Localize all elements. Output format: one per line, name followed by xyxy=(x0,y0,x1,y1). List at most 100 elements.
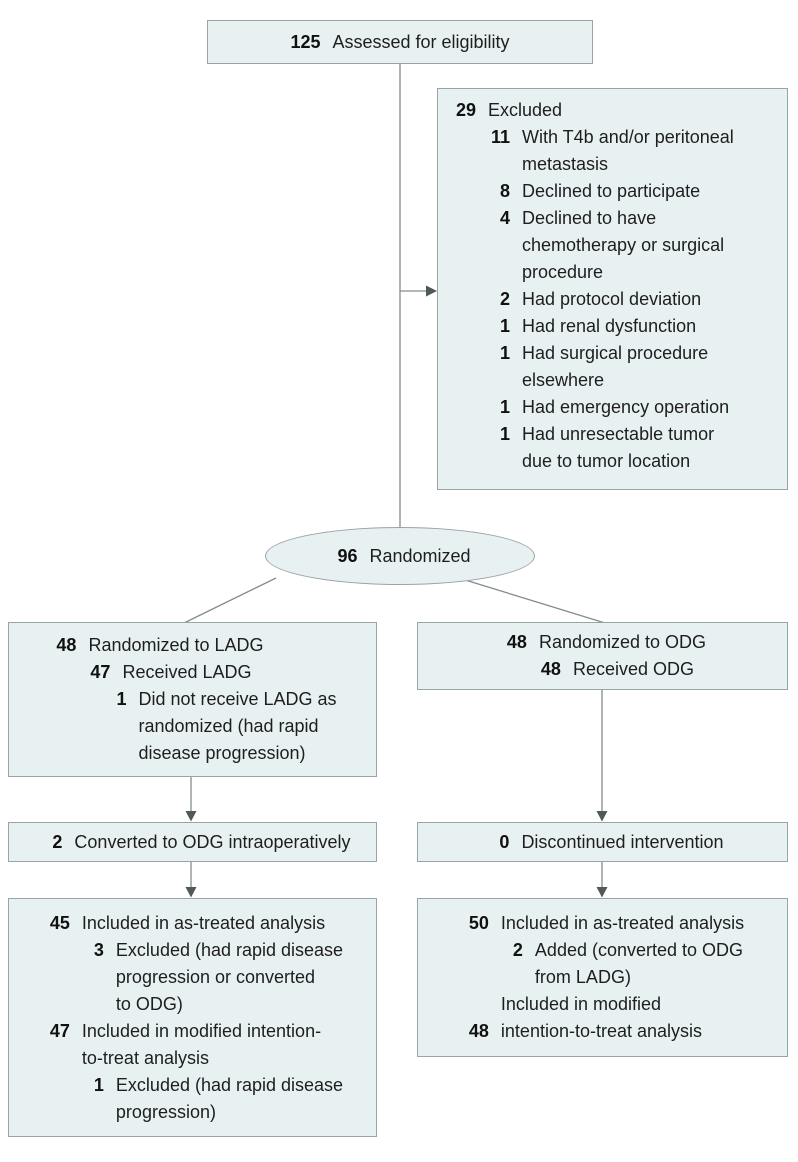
count-value: 29 xyxy=(455,100,476,120)
count-value: 3 xyxy=(93,939,104,960)
flow-line: 47 Received LADG xyxy=(48,659,336,686)
line-label: intention-to-treat analysis xyxy=(500,1021,703,1041)
line-label: Assessed for eligibility xyxy=(332,31,510,52)
count-value: 1 xyxy=(499,397,510,417)
box-content: 48 Randomized to LADG 47 Received LADG 1 Did … xyxy=(48,632,336,767)
arrow-discontinued-to-analysis xyxy=(596,862,608,898)
line-label: Converted to ODG intraoperatively xyxy=(74,831,351,852)
arrow-converted-to-analysis xyxy=(185,862,197,898)
line-label: Had protocol deviation xyxy=(522,289,702,309)
connector-oval-to-ladg xyxy=(183,577,277,624)
line-label: Included in modified xyxy=(500,994,662,1014)
count-value: 47 xyxy=(90,662,111,682)
arrow-odg-to-discontinued xyxy=(596,690,608,822)
box-discontinued-intervention: 0 Discontinued intervention xyxy=(417,822,788,862)
count-value: 48 xyxy=(56,635,77,655)
count-value: 1 xyxy=(116,689,127,709)
box-odg-analysis: 50 Included in as-treated analysis 2 Added … xyxy=(417,898,788,1057)
count-value: 45 xyxy=(49,912,70,933)
arrowhead-down-icon xyxy=(596,811,608,822)
count-value: 2 xyxy=(512,940,523,960)
count-value: 1 xyxy=(93,1074,104,1095)
count-value xyxy=(461,991,489,1018)
flow-line: 1 Had surgical procedure elsewhere xyxy=(448,340,734,394)
count-value: 50 xyxy=(468,913,489,933)
flow-line: 50 Included in as-treated analysis xyxy=(461,910,744,937)
flow-line: 48 Randomized to ODG xyxy=(499,629,706,656)
flow-line: 11 With T4b and/or peritoneal metastasis xyxy=(448,124,734,178)
flow-line: 125 Assessed for eligibility xyxy=(290,29,509,56)
flow-line: 1 Did not receive LADG as randomized (had… xyxy=(48,686,336,767)
flow-line: Included in modified xyxy=(461,991,744,1018)
line-label: Randomized to ODG xyxy=(538,632,707,652)
arrow-to-excluded xyxy=(400,285,437,297)
line-label: Randomized to LADG xyxy=(88,635,264,655)
box-content: 2 Converted to ODG intraoperatively xyxy=(34,829,350,856)
flow-line: 48 Received ODG xyxy=(499,656,706,683)
flow-line: 2 Added (converted to ODG from LADG) xyxy=(461,937,744,991)
line-label: Excluded (had rapid disease progression … xyxy=(115,939,344,1014)
line-label: Included in modified intention- to-treat… xyxy=(81,1020,322,1068)
count-value: 48 xyxy=(506,632,527,652)
arrowhead-down-icon xyxy=(185,811,197,822)
flow-line: 96 Randomized xyxy=(329,543,470,570)
line-label: Excluded (had rapid disease progression) xyxy=(115,1074,344,1122)
line-label: Declined to participate xyxy=(522,181,701,201)
line-label: Included in as-treated analysis xyxy=(500,913,745,933)
flow-line: 2 Had protocol deviation xyxy=(448,286,734,313)
flow-line: 0 Discontinued intervention xyxy=(481,829,723,856)
oval-randomized: 96 Randomized xyxy=(265,527,535,585)
line-label: With T4b and/or peritoneal metastasis xyxy=(522,127,734,174)
box-converted-to-odg: 2 Converted to ODG intraoperatively xyxy=(8,822,377,862)
count-value: 1 xyxy=(499,343,510,363)
oval-content: 96 Randomized xyxy=(329,543,470,570)
flow-line: 1 Excluded (had rapid disease progression… xyxy=(42,1072,343,1126)
count-value: 8 xyxy=(499,181,510,201)
flow-line: 2 Converted to ODG intraoperatively xyxy=(34,829,350,856)
arrow-ladg-to-converted xyxy=(185,777,197,822)
count-value: 96 xyxy=(337,545,358,566)
box-content: 125 Assessed for eligibility xyxy=(290,29,509,56)
count-value: 2 xyxy=(499,289,510,309)
arrowhead-down-icon xyxy=(185,887,197,898)
line-label: Randomized xyxy=(369,545,471,566)
flow-line: 48 intention-to-treat analysis xyxy=(461,1018,744,1045)
line-label: Did not receive LADG as randomized (had … xyxy=(138,689,337,763)
flow-line: 3 Excluded (had rapid disease progression… xyxy=(42,937,343,1018)
count-value: 0 xyxy=(499,831,510,852)
box-content: 0 Discontinued intervention xyxy=(481,829,723,856)
count-value: 48 xyxy=(468,1021,489,1041)
line-label: Included in as-treated analysis xyxy=(81,912,326,933)
box-content: 50 Included in as-treated analysis 2 Added … xyxy=(461,910,744,1045)
line-label: Discontinued intervention xyxy=(521,831,724,852)
line-label: Received LADG xyxy=(122,662,252,682)
flow-line: 48 Randomized to LADG xyxy=(48,632,336,659)
line-label: Received ODG xyxy=(572,659,694,679)
line-label: Had renal dysfunction xyxy=(522,316,697,336)
line-label: Declined to have chemotherapy or surgica… xyxy=(522,208,725,282)
line-label: Had surgical procedure elsewhere xyxy=(522,343,709,390)
flow-line: 45 Included in as-treated analysis xyxy=(42,910,343,937)
count-value: 11 xyxy=(490,127,510,147)
count-value: 4 xyxy=(499,208,510,228)
arrowhead-down-icon xyxy=(596,887,608,898)
count-value: 2 xyxy=(52,831,63,852)
count-value: 47 xyxy=(49,1020,70,1041)
line-label: Had unresectable tumor due to tumor loca… xyxy=(522,424,715,471)
connector-oval-to-odg xyxy=(461,578,606,624)
box-randomized-to-ladg: 48 Randomized to LADG 47 Received LADG 1 Did … xyxy=(8,622,377,777)
count-value: 48 xyxy=(540,659,561,679)
box-assessed-for-eligibility: 125 Assessed for eligibility xyxy=(207,20,593,64)
count-value: 125 xyxy=(290,31,321,52)
line-label: Added (converted to ODG from LADG) xyxy=(534,940,744,987)
flow-line: 4 Declined to have chemotherapy or surgic… xyxy=(448,205,734,286)
arrowhead-right-icon xyxy=(426,285,437,297)
